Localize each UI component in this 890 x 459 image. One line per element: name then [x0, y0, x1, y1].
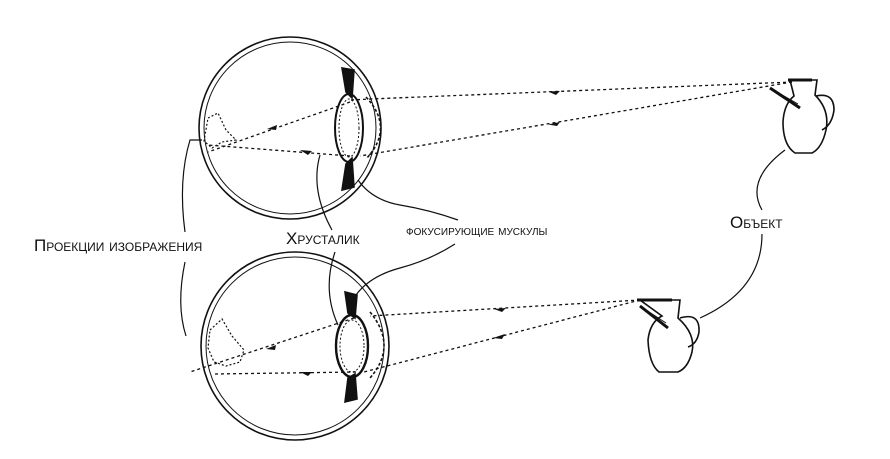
top-eye-sclera-outer	[198, 36, 382, 220]
leader-object-bottom	[699, 233, 763, 319]
top-eye-ciliary-upper	[341, 67, 355, 100]
top-eye-rays	[207, 81, 793, 157]
leader-projections-top	[181, 139, 202, 233]
label-lens: Хрусталик	[286, 229, 360, 248]
bottom-eye-ciliary-lower	[344, 372, 358, 404]
bottom-eye-retinal-image	[207, 318, 245, 367]
jug-far	[769, 78, 835, 154]
bottom-eye-sclera-outer	[200, 251, 390, 441]
label-image-projections: Проекции изображения	[34, 236, 203, 255]
top-eye-retinal-image	[203, 112, 238, 149]
bottom-eye	[200, 251, 390, 441]
top-eye-lens	[334, 93, 364, 163]
bottom-eye-sclera-inner	[205, 256, 385, 436]
bottom-eye-ciliary-upper	[344, 290, 358, 320]
bottom-eye-cornea	[369, 311, 385, 379]
top-eye-sclera-inner	[203, 41, 377, 215]
leader-object-top	[756, 149, 786, 211]
top-eye-ciliary-lower	[341, 156, 355, 192]
leader-lens-top	[316, 154, 333, 231]
label-focusing-muscles: фокусирующие мускулы	[406, 222, 548, 238]
top-eye	[198, 36, 382, 220]
label-object: Объект	[730, 213, 783, 232]
leader-lines	[180, 139, 786, 337]
top-eye-cornea	[365, 96, 382, 160]
leader-projections-bottom	[180, 261, 187, 337]
jug-near	[637, 298, 700, 373]
bottom-eye-ray-arrows	[266, 308, 506, 376]
bottom-eye-lens	[334, 313, 370, 379]
leader-muscles-bottom	[355, 243, 456, 296]
bottom-eye-rays	[189, 299, 641, 375]
leader-muscles-top	[357, 179, 459, 221]
top-eye-ray-arrows	[267, 91, 560, 155]
leader-lens-bottom	[328, 251, 339, 326]
